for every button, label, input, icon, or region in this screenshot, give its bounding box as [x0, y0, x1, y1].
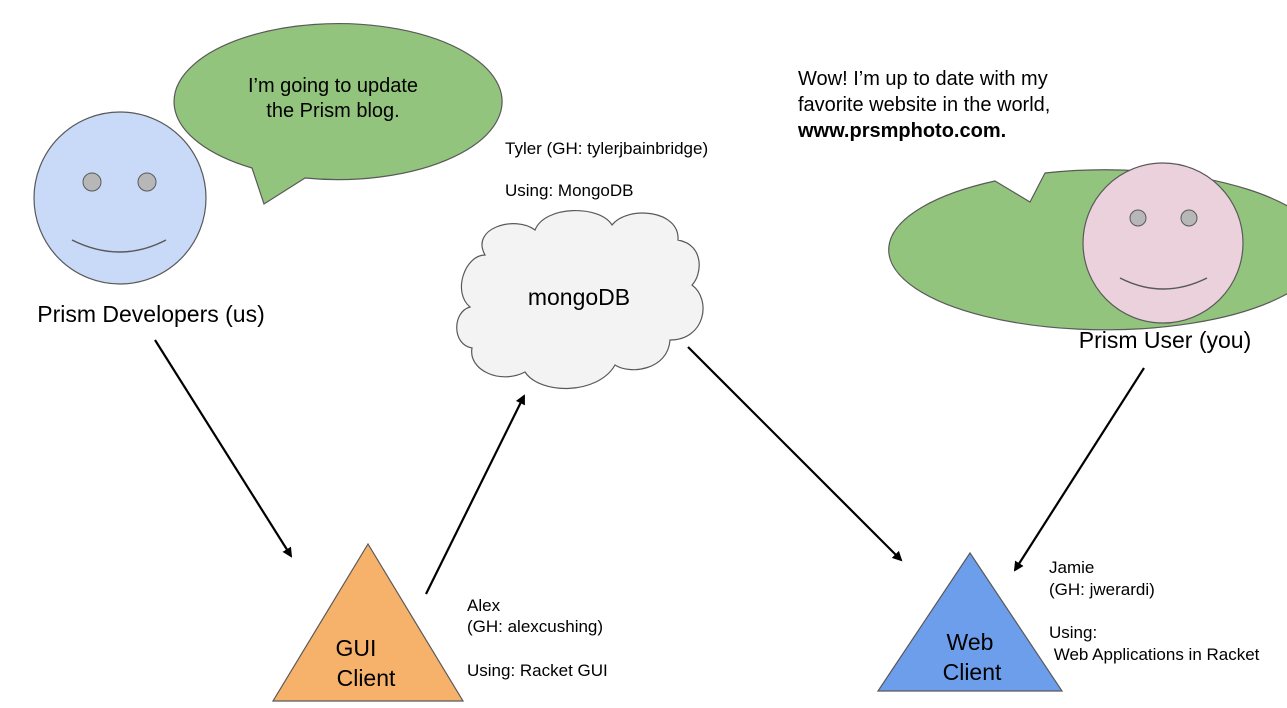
smiley-face-icon: [1082, 162, 1244, 324]
web-client-github: (GH: jwerardi): [1049, 580, 1155, 599]
developer-bubble-text-line2: the Prism blog.: [266, 100, 399, 122]
web-client-triangle: [876, 551, 1064, 692]
arrow-gui-client-to-mongodb: [425, 394, 525, 595]
gui-client-label-line2: Client: [337, 665, 396, 691]
web-client-owner: Jamie: [1049, 558, 1094, 577]
user-mouth: [1119, 277, 1208, 290]
developer-right-eye: [137, 172, 157, 192]
gui-client-label-line1: GUI: [336, 635, 377, 661]
developer-bubble-text-line1: I’m going to update: [248, 75, 418, 97]
gui-client-node: GUI Client: [271, 542, 465, 702]
web-client-using-label: Using:: [1049, 623, 1097, 642]
database-owner: Tyler (GH: tylerjbainbridge): [505, 139, 708, 158]
user-label: Prism User (you): [1079, 327, 1252, 353]
user-right-eye: [1180, 209, 1198, 227]
mongodb-label: mongoDB: [528, 284, 630, 310]
gui-client-using: Using: Racket GUI: [467, 661, 608, 680]
developer-left-eye: [82, 172, 102, 192]
cloud-icon: mongoDB: [456, 209, 704, 390]
gui-client-triangle: [271, 542, 465, 702]
arrow-mongodb-to-web-client: [687, 346, 903, 562]
user-face: [1082, 162, 1244, 324]
user-bubble-text-line3: www.prsmphoto.com.: [797, 120, 1006, 142]
user-bubble-text-line1: Wow! I’m up to date with my: [798, 68, 1048, 90]
user-bubble-text-line2: favorite website in the world,: [798, 94, 1050, 116]
database-using: Using: MongoDB: [505, 181, 634, 200]
smiley-face-icon: [33, 111, 207, 285]
gui-client-github: (GH: alexcushing): [467, 617, 603, 636]
arrow-developers-to-gui-client: [154, 339, 293, 558]
web-client-node: Web Client: [876, 551, 1064, 692]
developer-face: [33, 111, 207, 285]
gui-client-owner: Alex: [467, 596, 501, 615]
mongodb-cloud-shape: [456, 209, 704, 390]
web-client-using-value: Web Applications in Racket: [1049, 645, 1260, 664]
developer-label: Prism Developers (us): [37, 301, 265, 327]
developer-bubble-shape: [173, 23, 503, 205]
web-client-label-line1: Web: [947, 629, 994, 655]
arrow-user-to-web-client: [1013, 367, 1145, 572]
developer-speech-bubble: I’m going to update the Prism blog.: [173, 23, 503, 205]
web-client-label-line2: Client: [943, 659, 1002, 685]
user-left-eye: [1129, 209, 1147, 227]
developer-mouth: [71, 239, 167, 253]
